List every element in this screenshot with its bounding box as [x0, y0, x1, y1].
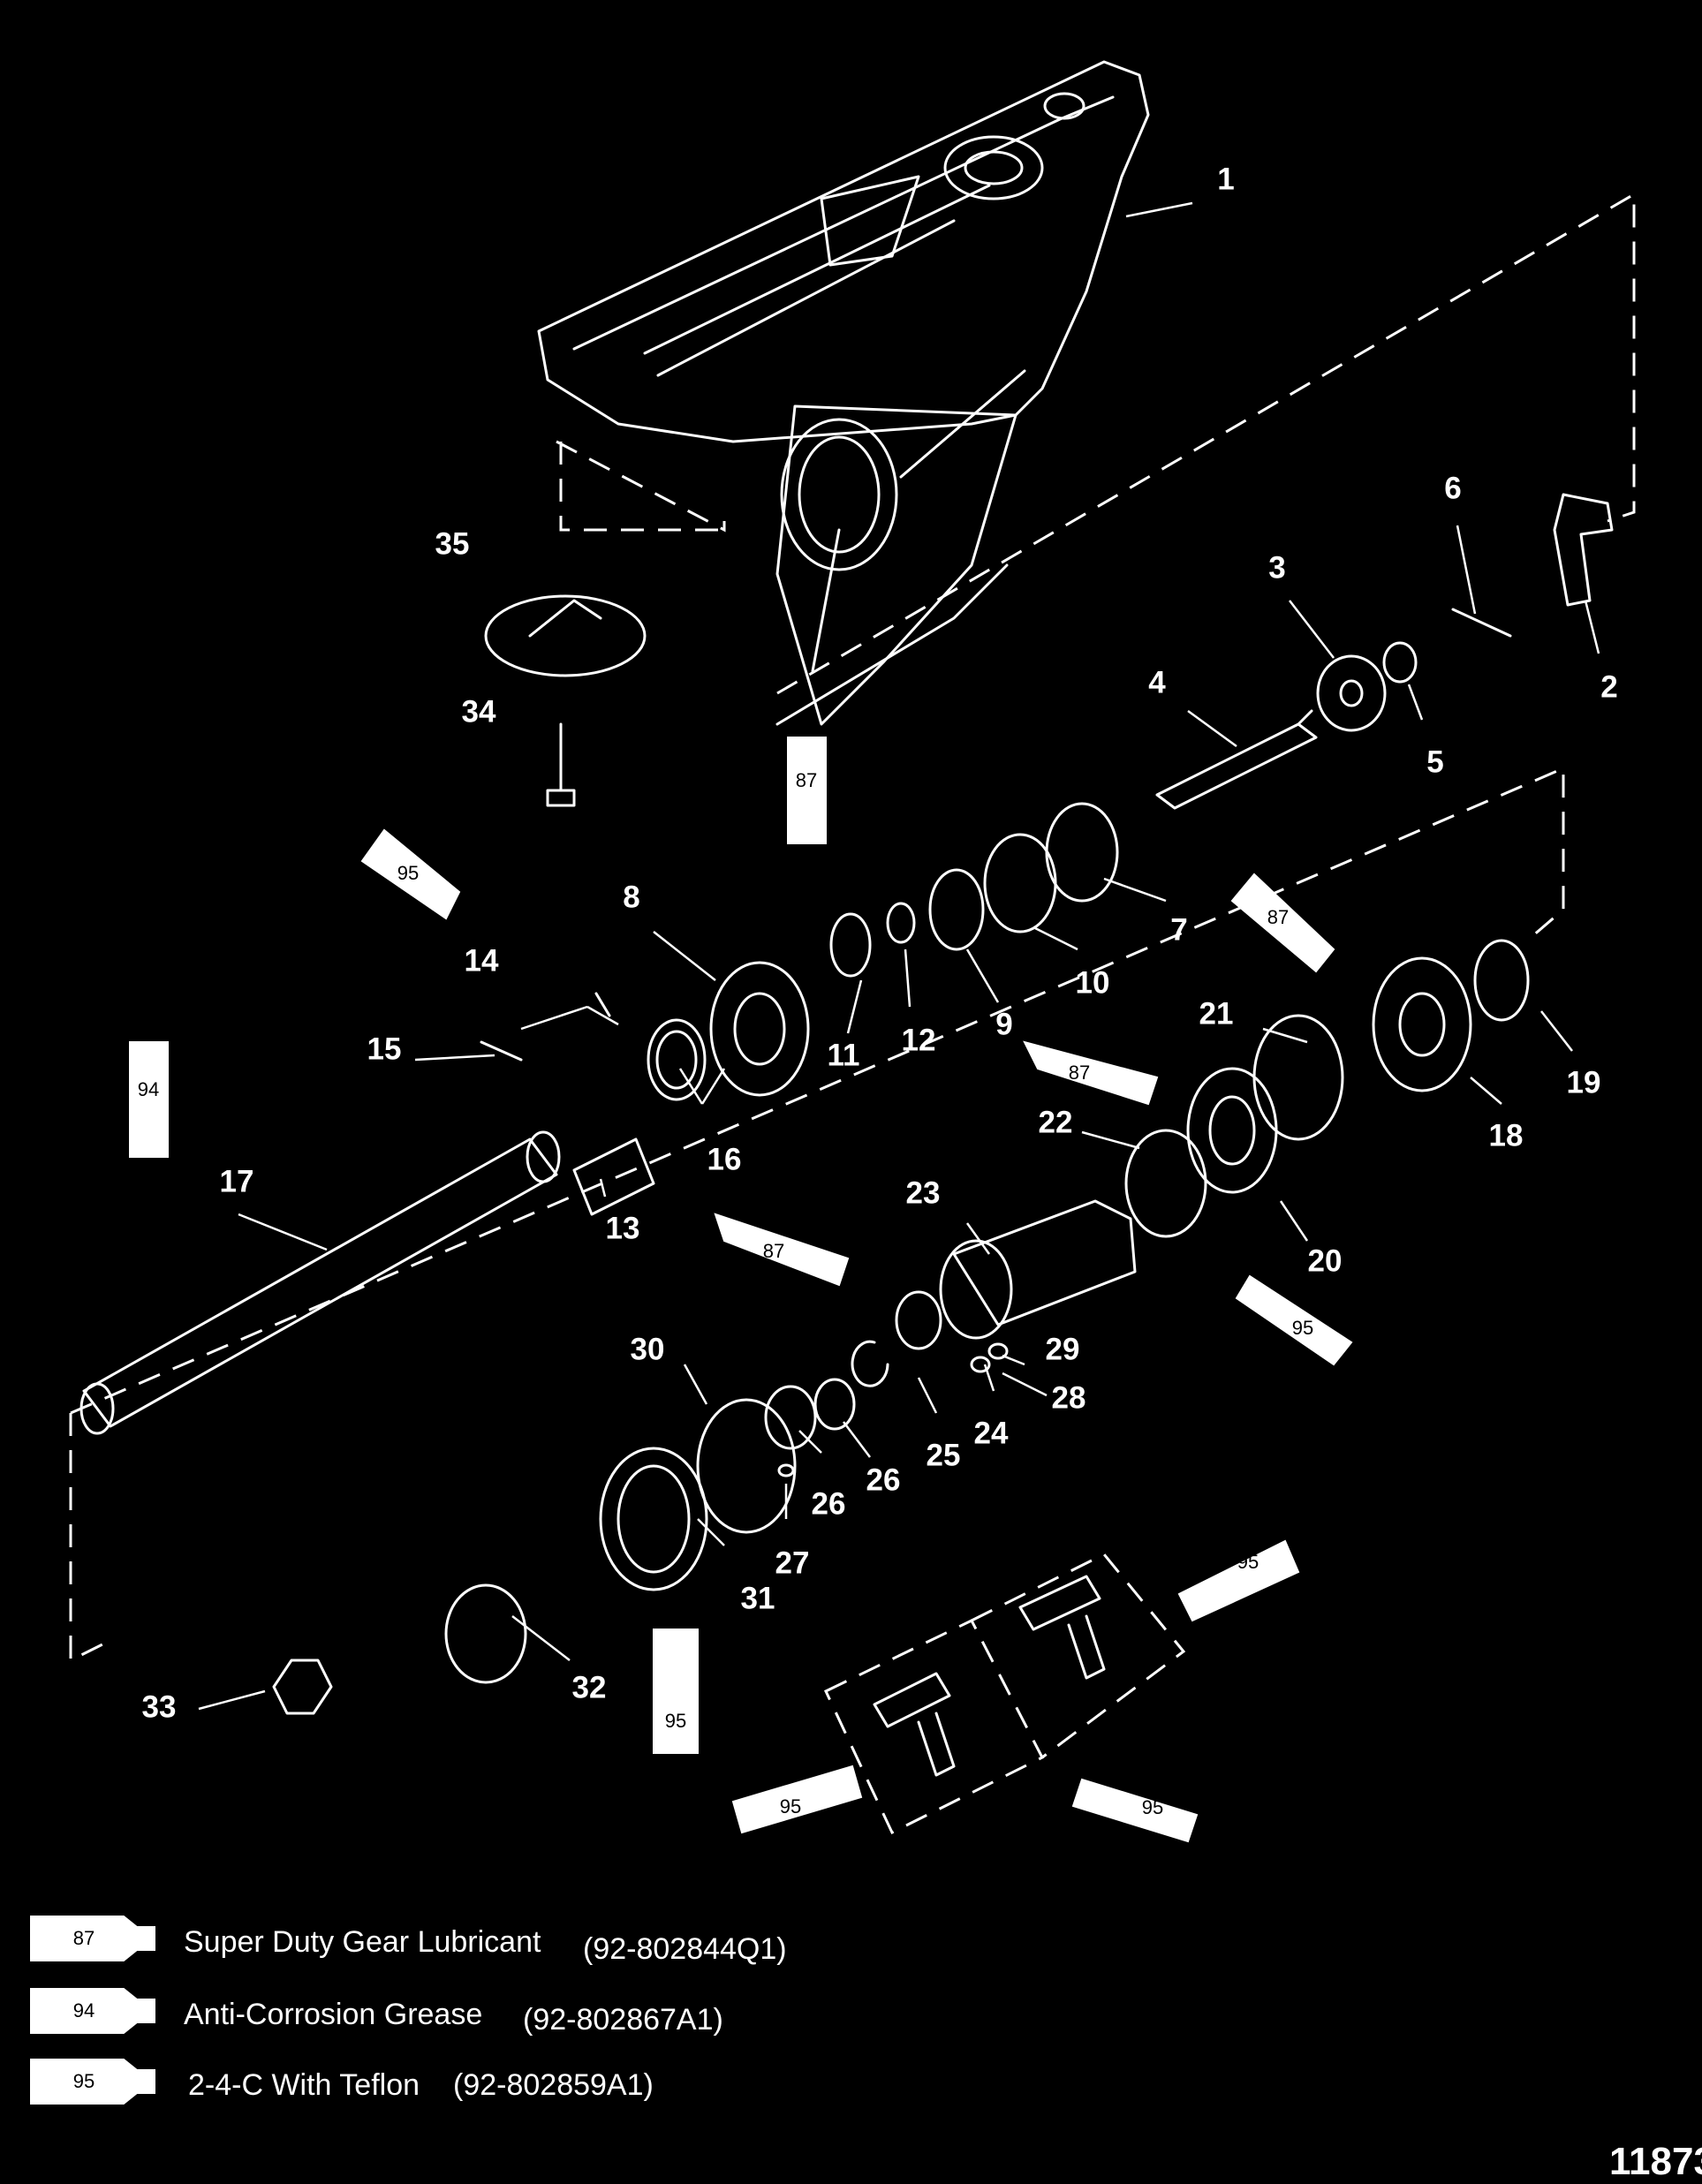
callout-number: 4	[1148, 665, 1166, 699]
callout-number: 19	[1567, 1065, 1601, 1100]
callout-number: 5	[1426, 744, 1443, 779]
part-2-bracket	[1553, 493, 1614, 607]
svg-text:95: 95	[73, 2070, 95, 2092]
tube-marker: 95	[1177, 1539, 1300, 1622]
callout-number: 33	[142, 1689, 177, 1724]
callout-number: 2	[1600, 669, 1617, 704]
tube-marker: 95	[1235, 1274, 1353, 1366]
callout-number: 29	[1046, 1332, 1080, 1366]
callout-number: 7	[1170, 912, 1187, 947]
callout-number: 27	[775, 1545, 810, 1580]
legend-row: 94 Anti-Corrosion Grease (92-802867A1)	[30, 1988, 723, 2037]
tube-marker: 95	[1071, 1778, 1199, 1843]
callout-number: 18	[1489, 1118, 1524, 1152]
grease-tube-markers: 95 87 87 94 87 87 95 95	[129, 737, 1353, 1843]
tube-marker: 94	[129, 1041, 169, 1158]
svg-text:95: 95	[780, 1795, 801, 1817]
svg-text:95: 95	[1142, 1796, 1163, 1818]
callout-number: 8	[623, 880, 639, 914]
tube-marker: 87	[1023, 1040, 1159, 1106]
callout-number: 31	[741, 1581, 775, 1615]
svg-text:Anti-Corrosion Grease: Anti-Corrosion Grease	[184, 1998, 482, 2031]
tube-marker: 87	[1230, 873, 1335, 973]
forward-gear-and-carrier-parts	[939, 939, 1530, 1340]
part-34-bolt	[546, 722, 576, 807]
svg-text:95: 95	[397, 862, 419, 884]
callout-number: 25	[927, 1438, 961, 1472]
callout-number: 32	[572, 1670, 607, 1704]
callout-number: 30	[631, 1332, 665, 1366]
callout-number: 12	[902, 1023, 936, 1057]
callout-number: 21	[1199, 996, 1234, 1031]
special-tools-insets	[824, 1553, 1186, 1835]
tube-marker: 87	[714, 1213, 850, 1287]
part-6-pin	[1451, 608, 1512, 638]
svg-text:(92-802859A1): (92-802859A1)	[453, 2068, 654, 2102]
lubricant-legend: 87 Super Duty Gear Lubricant (92-802844Q…	[30, 1916, 787, 2105]
part-35-anode-plate	[484, 594, 647, 677]
callout-number: 16	[707, 1142, 742, 1176]
callout-number: 6	[1444, 471, 1461, 505]
callout-number: 20	[1308, 1243, 1343, 1278]
legend-row: 87 Super Duty Gear Lubricant (92-802844Q…	[30, 1916, 787, 1966]
gear-housing-drawing	[537, 60, 1150, 726]
svg-text:94: 94	[73, 1999, 95, 2022]
callout-number: 26	[866, 1462, 901, 1497]
callout-number: 11	[828, 1038, 860, 1072]
callout-number: 24	[974, 1416, 1009, 1450]
part-5-bushing	[1382, 641, 1418, 684]
tube-marker: 95	[360, 828, 461, 920]
tube-marker: 95	[653, 1629, 699, 1754]
callout-number: 17	[220, 1164, 254, 1198]
callout-number: 9	[995, 1007, 1012, 1041]
callout-number: 3	[1268, 550, 1285, 585]
callout-number: 35	[435, 526, 470, 561]
callout-number: 14	[465, 943, 499, 978]
callout-number: 34	[462, 694, 496, 729]
svg-text:Super Duty Gear Lubricant: Super Duty Gear Lubricant	[184, 1925, 541, 1959]
svg-text:95: 95	[1237, 1551, 1259, 1573]
legend-row: 95 2-4-C With Teflon (92-802859A1)	[30, 2059, 654, 2105]
callout-number: 10	[1076, 965, 1110, 1000]
assembly-axis-lines	[69, 192, 1636, 1663]
figure-number: 11873	[1609, 2140, 1702, 2183]
pinion-and-bearing-parts	[480, 802, 1119, 1216]
part-4-shaft	[1155, 709, 1318, 810]
svg-text:95: 95	[1292, 1317, 1313, 1339]
propeller-shaft-drawing	[79, 1130, 561, 1435]
callout-number: 23	[906, 1175, 941, 1210]
callout-number: 28	[1052, 1380, 1086, 1415]
svg-text:87: 87	[1069, 1062, 1090, 1084]
svg-text:87: 87	[796, 769, 817, 791]
svg-text:2-4-C With Teflon: 2-4-C With Teflon	[188, 2068, 420, 2102]
svg-text:95: 95	[665, 1710, 686, 1732]
callout-number: 15	[367, 1032, 402, 1066]
part-3-washer	[1316, 654, 1387, 732]
tube-marker: 87	[787, 737, 827, 844]
tube-marker: 95	[731, 1765, 863, 1834]
bearing-carrier-small-parts	[272, 1290, 1009, 1715]
svg-text:(92-802844Q1): (92-802844Q1)	[583, 1932, 787, 1966]
svg-text:(92-802867A1): (92-802867A1)	[523, 2003, 723, 2037]
svg-text:87: 87	[73, 1927, 95, 1949]
svg-text:94: 94	[138, 1078, 159, 1100]
callout-leader-lines	[198, 201, 1600, 1711]
callout-numbers: 1 2 3 4 5 6 7 8 9 10 11 12 13 14 15 16 1…	[142, 162, 1618, 1724]
callout-number: 13	[606, 1211, 640, 1245]
svg-text:87: 87	[1267, 906, 1289, 928]
callout-number: 22	[1039, 1105, 1073, 1139]
svg-text:87: 87	[763, 1240, 784, 1262]
callout-number: 26	[812, 1486, 846, 1521]
callout-number: 1	[1217, 162, 1234, 196]
